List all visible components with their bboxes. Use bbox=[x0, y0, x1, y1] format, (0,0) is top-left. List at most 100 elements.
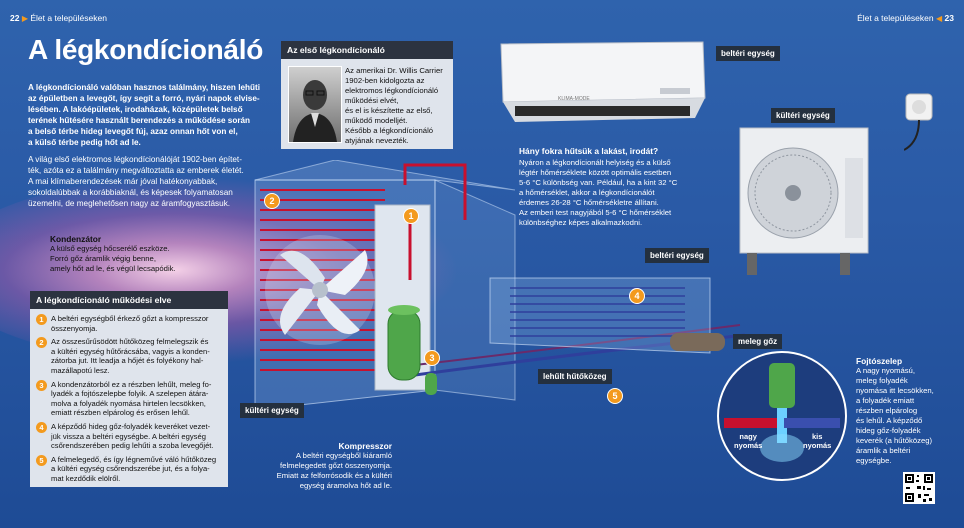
evaporator-coil bbox=[510, 287, 685, 337]
intro2-line: A mai klímaberendezések már jóval hatéko… bbox=[28, 177, 218, 186]
throttle-line: részben elpárolog bbox=[856, 406, 918, 415]
step-line: A felmelegedő, és így légneművé váló hűt… bbox=[51, 454, 217, 464]
first-ac-line: működő modelljét. bbox=[345, 116, 408, 125]
principle-title: A légkondícionáló működési elve bbox=[30, 291, 228, 309]
tag-outdoor-bottom: kültéri egység bbox=[240, 403, 304, 418]
throttle-line: meleg folyadék bbox=[856, 376, 908, 385]
cooling-tip-line: különbséghez képes alkalmazkodni. bbox=[519, 218, 643, 227]
step-line: jük vissza a beltéri egységbe. A beltéri… bbox=[51, 431, 206, 441]
diagram-number-4: 4 bbox=[629, 288, 645, 304]
condenser-line: Forró gőz áramlik végig benne, bbox=[50, 254, 156, 263]
diagram-number-5: 5 bbox=[607, 388, 623, 404]
step-line: a kültéri egység hűtőrácsába, vagyis a k… bbox=[51, 346, 210, 356]
throttle-line: egységbe. bbox=[856, 456, 892, 465]
compressor-line: Emiatt az felforrósodik és a kültéri bbox=[276, 471, 392, 480]
low-pressure-word: kis bbox=[811, 432, 823, 441]
header-left: 22 ▶ Élet a településeken bbox=[10, 13, 107, 23]
first-ac-line: és el is készítette az első, bbox=[345, 106, 433, 115]
compressor-line: egység áramolva hőt ad le. bbox=[299, 481, 392, 490]
condenser-callout: Kondenzátor A külső egység hőcserélő esz… bbox=[50, 234, 176, 274]
intro-text-2: A világ első elektromos légkondícionálój… bbox=[28, 154, 244, 209]
step-line: csőrendszerében pedig lehűti a szoba lev… bbox=[51, 441, 214, 451]
tag-cooled-refrigerant: lehűlt hűtőközeg bbox=[538, 369, 612, 384]
first-ac-text: Az amerikai Dr. Willis Carrier 1902-ben … bbox=[345, 66, 451, 146]
step-number: 1 bbox=[36, 314, 47, 325]
first-ac-line: működési elvét, bbox=[345, 96, 399, 105]
compressor-line: felmelegedett gőzt összenyomja. bbox=[280, 461, 392, 470]
throttle-line: a folyadék emiatt bbox=[856, 396, 915, 405]
page-number-right: 23 bbox=[944, 13, 954, 23]
qr-code-icon[interactable] bbox=[903, 472, 935, 504]
principle-box: A légkondícionáló működési elve 1 A belt… bbox=[30, 291, 228, 487]
first-ac-line: Az amerikai Dr. Willis Carrier bbox=[345, 66, 443, 75]
principle-step: 4 A képződő hideg gőz-folyadék keveréket… bbox=[36, 421, 222, 451]
step-line: Az összesűrűsödött hűtőközeg felmelegszi… bbox=[51, 337, 209, 347]
step-line: összenyomja. bbox=[51, 323, 98, 333]
throttle-line: áramlik a beltéri bbox=[856, 446, 911, 455]
triangle-left-icon: ◀ bbox=[936, 14, 943, 23]
step-number: 2 bbox=[36, 337, 47, 349]
step-line: a kültéri egység csőrendszerébe jut, és … bbox=[51, 464, 210, 474]
page-title: A légkondícionáló bbox=[28, 34, 263, 65]
indoor-fan-roller bbox=[670, 333, 725, 351]
tag-outdoor-top: kültéri egység bbox=[771, 108, 835, 123]
throttle-callout: Fojtószelep A nagy nyomású, meleg folyad… bbox=[856, 356, 956, 466]
indoor-unit-photo bbox=[500, 41, 706, 122]
intro-line: az épületben a levegőt, így segít a forr… bbox=[28, 94, 260, 103]
valve-body bbox=[769, 363, 795, 408]
step-line: emiatt részben elpárolog és erősen lehűl… bbox=[51, 408, 190, 418]
intro2-line: üzemelni, de meglehetősen nagy az áramfo… bbox=[28, 199, 231, 208]
throttle-valve-detail bbox=[717, 351, 847, 481]
principle-step: 5 A felmelegedő, és így légneművé váló h… bbox=[36, 454, 222, 484]
compressor-title: Kompresszor bbox=[338, 441, 392, 451]
step-number: 3 bbox=[36, 379, 47, 391]
hot-pipe bbox=[403, 163, 467, 220]
portrait-silhouette-icon bbox=[293, 80, 337, 142]
compressor-line: A beltéri egységből kiáramló bbox=[295, 451, 392, 460]
throttle-line: A nagy nyomású, bbox=[856, 366, 915, 375]
diagram-number-1: 1 bbox=[403, 208, 419, 224]
intro-line: lésében. A lakóépületek, irodaházak, köz… bbox=[28, 105, 243, 114]
page-number-left: 22 bbox=[10, 13, 20, 23]
cooling-tip-line: légtér hőmérséklete között optimális ese… bbox=[519, 168, 672, 177]
throttle-line: hideg gőz-folyadék bbox=[856, 426, 921, 435]
low-pressure-word: nyomás bbox=[803, 441, 832, 450]
outdoor-unit-illustration bbox=[254, 160, 745, 411]
first-ac-box: Az első légkondícionáló Az amerikai Dr. … bbox=[281, 41, 453, 149]
first-ac-line: elektromos légkondícionáló bbox=[345, 86, 439, 95]
cooling-tip: Hány fokra hűtsük a lakást, irodát? Nyár… bbox=[519, 146, 719, 228]
section-left: Élet a településeken bbox=[30, 13, 107, 23]
cooling-tip-line: Nyáron a légkondícionált helyiség és a k… bbox=[519, 158, 671, 167]
step-line: lyadék a fojtószelepbe folyik. A szelepe… bbox=[51, 389, 209, 399]
first-ac-line: 1902-ben kidolgozta az bbox=[345, 76, 425, 85]
condenser-line: amely hőt ad le, és végül lecsapódik. bbox=[50, 264, 176, 273]
cooling-tip-line: Az emberi test nagyjából 5-6 °C hőmérsék… bbox=[519, 208, 672, 217]
step-line: molva a folyadék nyomása hirtelen lecsök… bbox=[51, 398, 206, 408]
first-ac-line: atyjának nevezték. bbox=[345, 136, 409, 145]
intro-line: a belső térbe hideg levegőt fúj, azaz on… bbox=[28, 127, 238, 136]
principle-step: 3 A kondenzátorból ez a részben lehűlt, … bbox=[36, 379, 222, 418]
fan-icon bbox=[265, 235, 375, 345]
header-right: Élet a településeken ◀ 23 bbox=[857, 13, 954, 23]
throttle-line: keverék (a hűtőközeg) bbox=[856, 436, 933, 445]
diagram-number-3: 3 bbox=[424, 350, 440, 366]
step-line: zátorba jut. Itt leadja a hőjét és folyé… bbox=[51, 356, 204, 366]
principle-step: 2 Az összesűrűsödött hűtőközeg felmelegs… bbox=[36, 337, 222, 375]
high-pressure-word: nagy bbox=[739, 432, 757, 441]
unit-brand: KLIMA-MODE bbox=[558, 96, 590, 102]
condenser-line: A külső egység hőcserélő eszköze. bbox=[50, 244, 170, 253]
power-socket-icon bbox=[904, 93, 933, 151]
condenser-title: Kondenzátor bbox=[50, 234, 102, 244]
throttle-title: Fojtószelep bbox=[856, 356, 903, 366]
intro2-line: A világ első elektromos légkondícionálój… bbox=[28, 155, 242, 164]
diagram-number-2: 2 bbox=[264, 193, 280, 209]
outdoor-unit-photo bbox=[739, 127, 869, 275]
cooling-tip-line: a hőmérséklet, akkor a légkondícionálót bbox=[519, 188, 655, 197]
principle-step: 1 A beltéri egységből érkező gőzt a komp… bbox=[36, 314, 222, 333]
step-line: A kondenzátorból ez a részben lehűlt, me… bbox=[51, 379, 212, 389]
intro2-line: ték, azóta ez a találmány megváltoztatta… bbox=[28, 166, 244, 175]
step-line: mazállapotú lesz. bbox=[51, 365, 110, 375]
section-right: Élet a településeken bbox=[857, 13, 934, 23]
step-line: A beltéri egységből érkező gőzt a kompre… bbox=[51, 314, 209, 323]
intro-line: terének hűtésére használt berendezés a m… bbox=[28, 116, 251, 125]
